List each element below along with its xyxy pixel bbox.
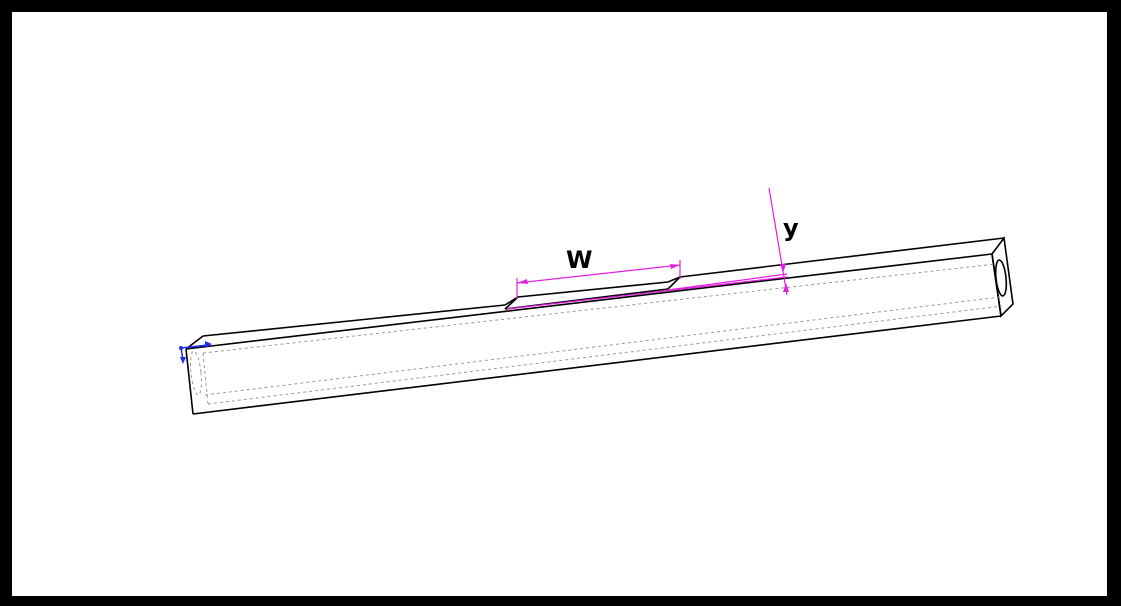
tube-right-bore [994, 259, 1008, 297]
hidden-inner-top [202, 263, 997, 354]
tube-left-bore-hidden [190, 350, 202, 396]
slot-right-end [667, 276, 681, 290]
y-slot-edge-highlight [506, 276, 788, 310]
tube-left-front-edge [185, 348, 194, 415]
hidden-inner-bottom [207, 305, 1003, 405]
w-dimension-line [516, 264, 681, 284]
dimension-y[interactable]: y [506, 187, 799, 310]
tube-top-front-edge [185, 253, 993, 350]
w-arrowhead-right [670, 264, 680, 269]
w-arrowhead-left [517, 279, 528, 284]
tube-top-back-edge [202, 304, 506, 337]
hidden-inner-mid [204, 296, 1001, 396]
w-dimension-label: W [566, 246, 592, 274]
slot-back-wall [504, 276, 681, 306]
square-tube-part[interactable] [185, 235, 1014, 415]
hidden-inner-left [202, 352, 209, 405]
coordinate-triad-icon [179, 341, 212, 364]
slot-left-end [504, 296, 519, 310]
y-slot-edge-highlight-2 [667, 273, 788, 291]
y-arrowhead-top [780, 264, 786, 273]
tube-top-back-edge-right [679, 237, 1005, 278]
y-dimension-label: y [783, 214, 799, 242]
y-arrowhead-bottom [783, 283, 789, 292]
dimension-w[interactable]: W [516, 246, 681, 299]
tube-bottom-front-edge [192, 315, 1002, 415]
